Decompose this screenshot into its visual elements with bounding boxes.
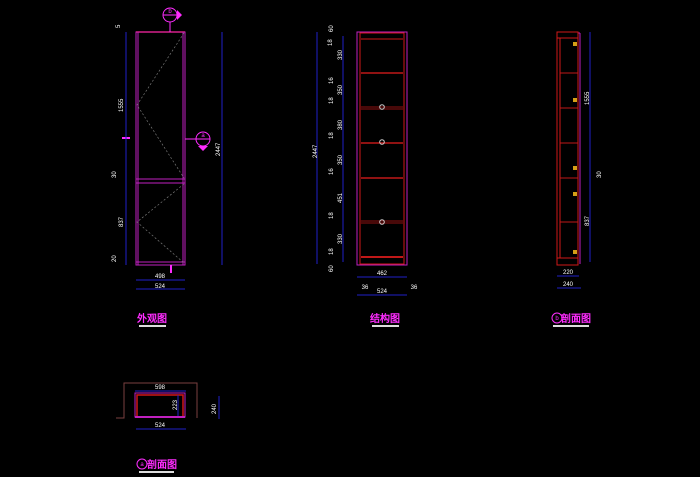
dimension-label: 18 (329, 97, 335, 104)
hinge-icons (573, 42, 577, 254)
dimension-label: 524 (155, 423, 166, 429)
dimension-label: 330 (338, 49, 344, 60)
dimension-label: 350 (338, 154, 344, 165)
cabinet-outline (135, 31, 186, 266)
dimension-label: 524 (155, 284, 166, 290)
shelf-dimension-chain: 60 18 330 16 350 18 380 18 350 16 451 18… (328, 25, 344, 272)
dimension-label: 16 (329, 77, 335, 84)
dimension-label: a (140, 462, 144, 468)
middle-rail (135, 178, 186, 184)
section-marker-a: a (185, 131, 211, 151)
dimension-label: 1555 (119, 98, 125, 112)
elevation-title: 外观图 (136, 312, 167, 325)
dimension-label: 240 (563, 282, 574, 288)
dimension-label: 60 (329, 25, 335, 32)
dimension-label: 451 (338, 192, 344, 203)
shelf-pin-icon (379, 219, 385, 225)
dimension-label: 223 (173, 399, 179, 410)
structure-view: 2447 60 18 330 16 350 18 380 18 350 16 4… (313, 25, 418, 327)
section-a-title: 剖面图 (147, 458, 177, 471)
section-badge (551, 312, 563, 324)
dimension-label: b (555, 316, 559, 322)
dimension-label: 60 (329, 265, 335, 272)
dimension-label: 2447 (313, 144, 319, 158)
dimension-label: 18 (329, 212, 335, 219)
dimension-label: 330 (338, 233, 344, 244)
door-swing-upper (136, 32, 185, 179)
dimension-label: 837 (119, 216, 125, 227)
dimension-label: 16 (329, 168, 335, 175)
dimension-label: 462 (377, 271, 388, 277)
dimension-label: 2447 (216, 142, 222, 156)
dimension-label: 18 (328, 39, 334, 46)
dimension-label: 36 (362, 285, 369, 291)
structure-title: 结构图 (370, 312, 400, 325)
dimension-label: 20 (112, 255, 118, 262)
section-a-view: 598 223 524 240 a 剖面图 (116, 382, 220, 473)
dimension-label: 36 (411, 285, 418, 291)
section-badge (136, 458, 148, 470)
dimension-label: 30 (112, 171, 118, 178)
dimension-label: b (168, 9, 172, 15)
dimension-label: 18 (329, 248, 335, 255)
dimension-label: 240 (212, 403, 218, 414)
cabinet-outline (356, 31, 408, 266)
dimension-label: 524 (377, 289, 388, 295)
section-marker-b: b (162, 7, 182, 32)
dimension-label: 380 (338, 119, 344, 130)
dimension-label: 220 (563, 270, 574, 276)
section-b-view: 1555 30 837 220 240 b 剖面图 (551, 31, 603, 327)
dimension-label: 1555 (585, 91, 591, 105)
dimension-label: 498 (155, 274, 166, 280)
elevation-view: b a 5 1555 30 837 20 2447 498 524 外观图 (112, 7, 223, 327)
shelf-pin-icon (379, 139, 385, 145)
dimension-label: 5 (116, 24, 122, 28)
dimension-label: 598 (155, 385, 166, 391)
dimension-label: 350 (338, 84, 344, 95)
dimension-label: a (201, 133, 205, 139)
dimension-label: 30 (597, 171, 603, 178)
dimension-label: 837 (585, 215, 591, 226)
dimension-label: 18 (329, 132, 335, 139)
section-b-title: 剖面图 (561, 312, 591, 325)
shelf-pin-icon (379, 104, 385, 110)
door-swing-lower (136, 183, 185, 264)
shelves (361, 72, 403, 258)
